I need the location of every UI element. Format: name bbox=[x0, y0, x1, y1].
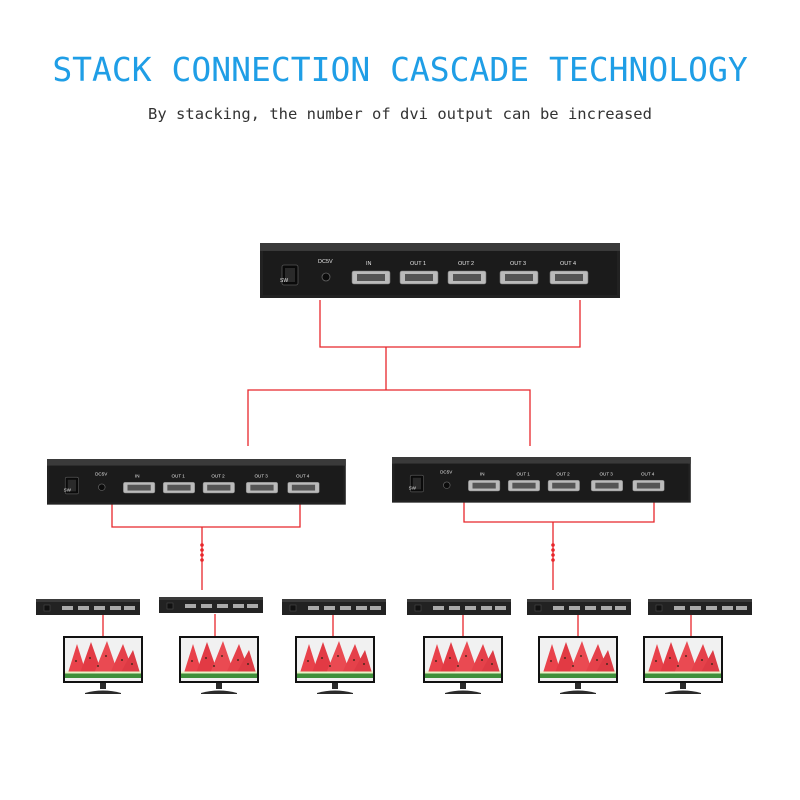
bottom-splitter-1 bbox=[35, 598, 141, 616]
page-title: STACK CONNECTION CASCADE TECHNOLOGY bbox=[52, 50, 748, 89]
out1-label: OUT 1 bbox=[517, 471, 531, 476]
bottom-splitter-5 bbox=[526, 598, 632, 616]
page-subtitle: By stacking, the number of dvi output ca… bbox=[148, 105, 652, 123]
monitor-2 bbox=[179, 636, 259, 694]
dc-label: DC5V bbox=[95, 472, 108, 477]
monitor-5 bbox=[538, 636, 618, 694]
middle-left-splitter: SW DC5V IN OUT 1 OUT 2 OUT 3 OUT 4 bbox=[46, 458, 347, 506]
middle-right-splitter: SW DC5V IN OUT 1 OUT 2 OUT 3 OUT 4 bbox=[391, 456, 692, 504]
out4-label: OUT 4 bbox=[296, 473, 310, 478]
out2-label: OUT 2 bbox=[556, 471, 570, 476]
dc-label: DC5V bbox=[318, 259, 333, 265]
out1-label: OUT 1 bbox=[172, 473, 186, 478]
bottom-splitter-3 bbox=[281, 598, 387, 616]
monitor-1 bbox=[63, 636, 143, 694]
in-label: IN bbox=[135, 473, 140, 478]
out3-label: OUT 3 bbox=[600, 471, 614, 476]
out1-label: OUT 1 bbox=[410, 261, 426, 267]
out2-label: OUT 2 bbox=[211, 473, 225, 478]
sw-label: SW bbox=[409, 485, 417, 490]
monitor-6 bbox=[643, 636, 723, 694]
left-mid-output-bracket bbox=[111, 502, 301, 528]
bottom-splitter-2 bbox=[158, 596, 264, 614]
monitor-4 bbox=[423, 636, 503, 694]
continuation-dots bbox=[200, 543, 555, 562]
sw-label: SW bbox=[64, 487, 72, 492]
dc-label: DC5V bbox=[440, 470, 453, 475]
in-label: IN bbox=[366, 261, 372, 267]
out3-label: OUT 3 bbox=[510, 261, 526, 267]
out3-label: OUT 3 bbox=[255, 473, 269, 478]
right-mid-output-bracket bbox=[463, 502, 655, 523]
top-splitter: SW DC5V IN OUT 1 OUT 2 OUT 3 OUT 4 bbox=[259, 242, 621, 299]
out2-label: OUT 2 bbox=[458, 261, 474, 267]
bottom-splitter-4 bbox=[406, 598, 512, 616]
monitor-3 bbox=[295, 636, 375, 694]
tier2-feed-bracket bbox=[247, 389, 531, 446]
in-label: IN bbox=[480, 471, 485, 476]
bottom-splitter-6 bbox=[647, 598, 753, 616]
out4-label: OUT 4 bbox=[641, 471, 655, 476]
out4-label: OUT 4 bbox=[560, 261, 576, 267]
sw-label: SW bbox=[280, 278, 288, 284]
top-output-bracket bbox=[319, 300, 581, 348]
